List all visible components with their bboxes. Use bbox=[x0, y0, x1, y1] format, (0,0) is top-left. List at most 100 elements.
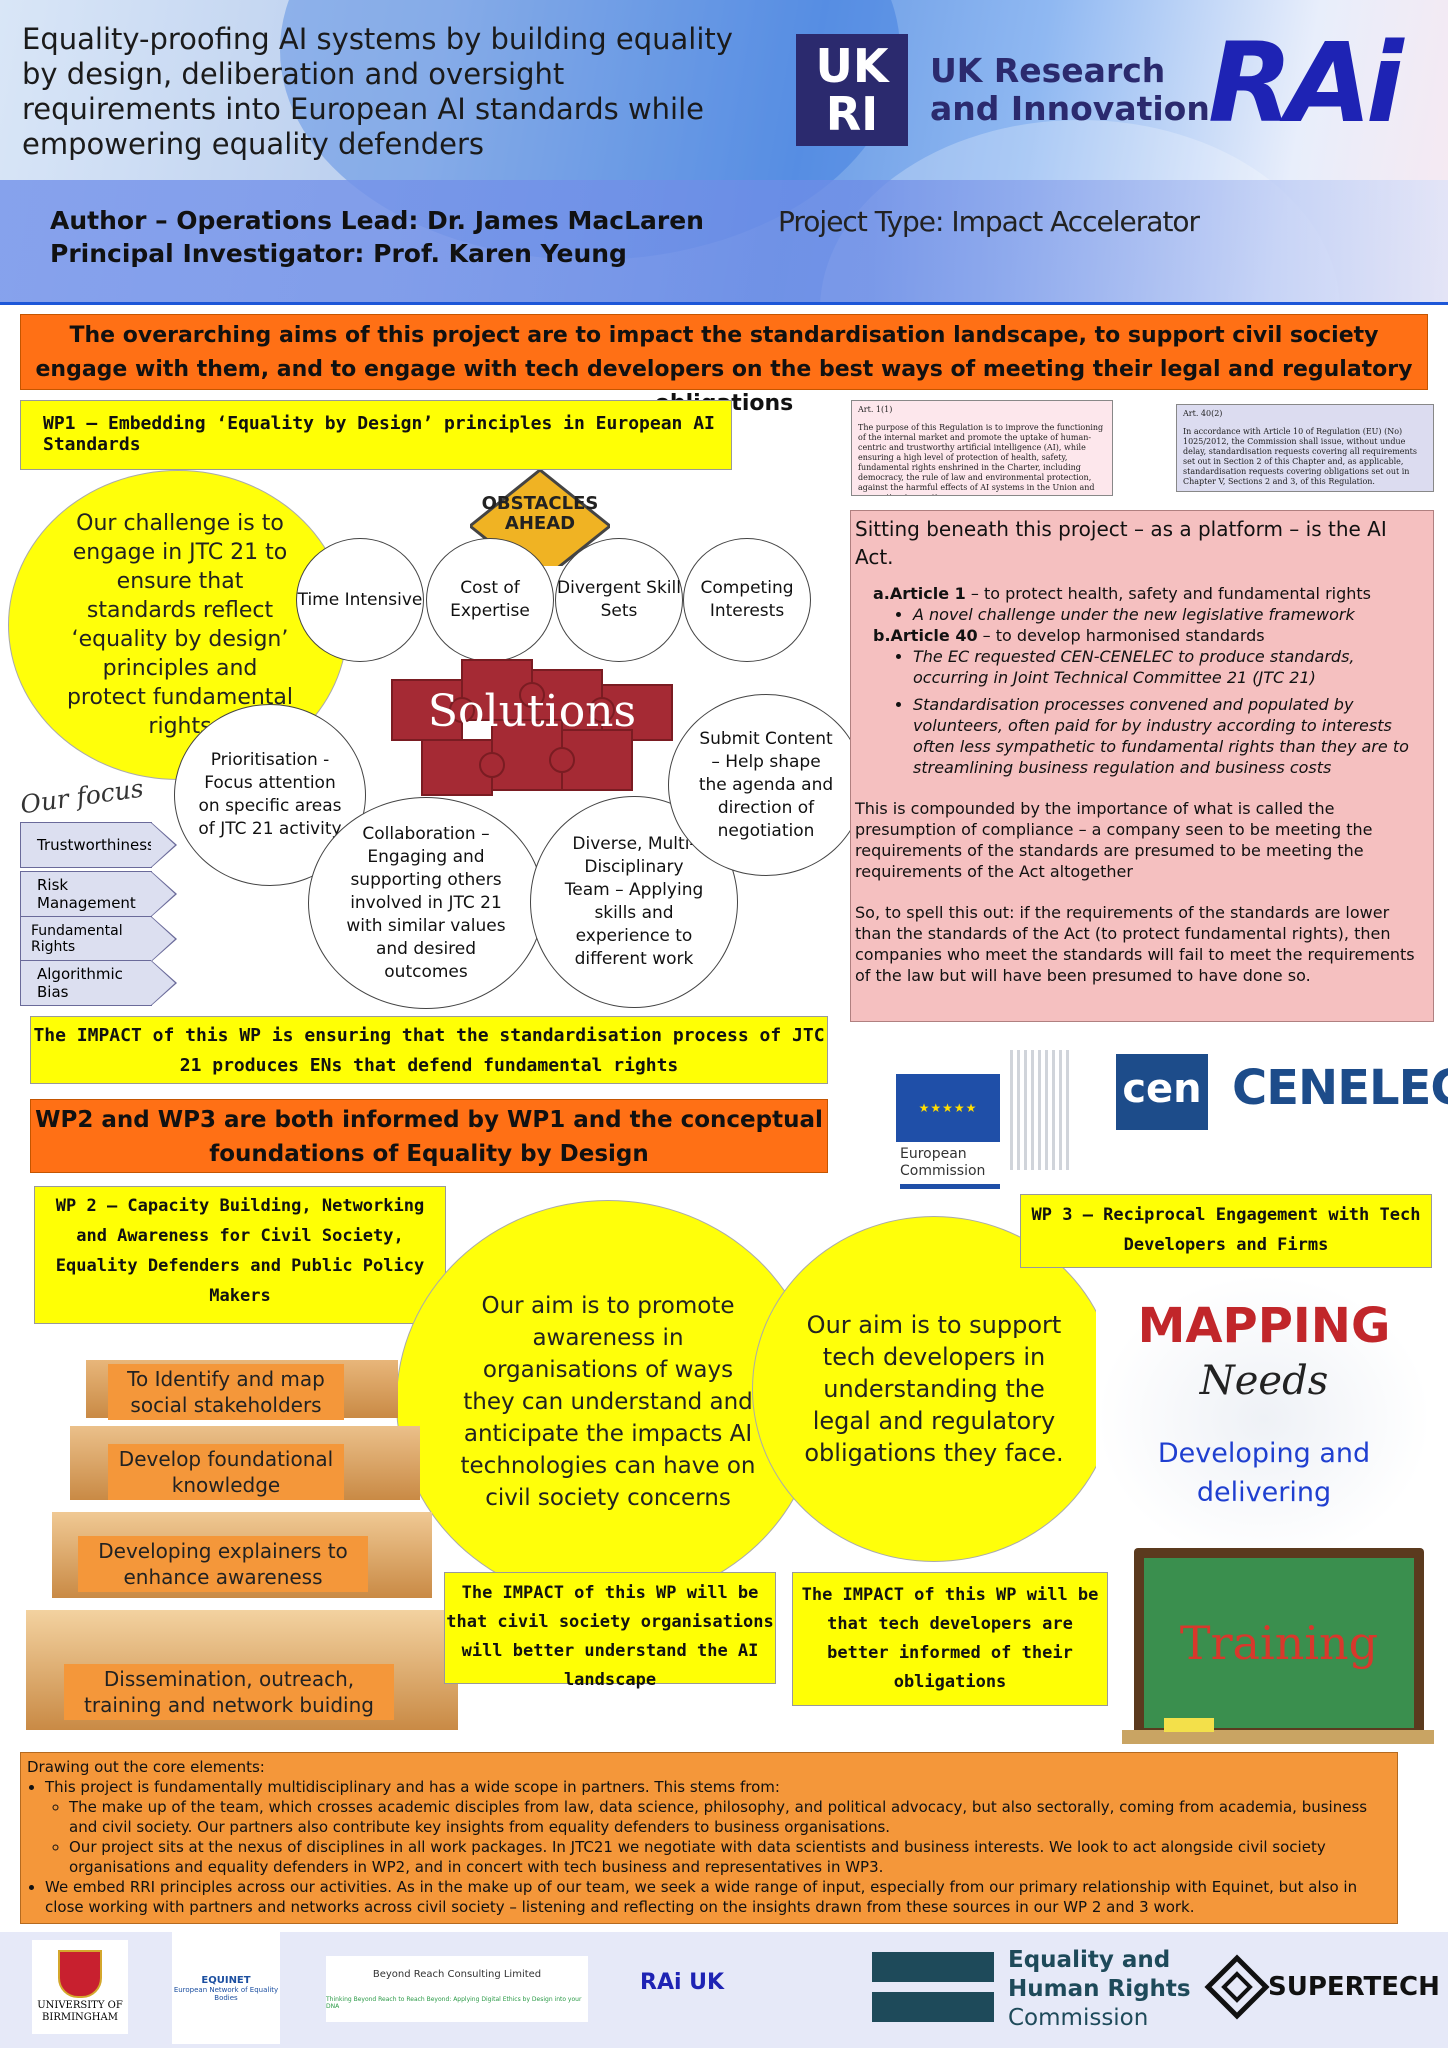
ec-building-icon bbox=[1010, 1050, 1070, 1170]
focus-arrow: Algorithmic Bias bbox=[20, 960, 177, 1006]
obstacles-sign-line2: AHEAD bbox=[504, 513, 576, 534]
wp2-step: Dissemination, outreach, training and ne… bbox=[64, 1664, 394, 1720]
obstacle-circle: Time Intensive bbox=[296, 538, 424, 662]
ehrc-logo: Equality and Human Rights Commission bbox=[1008, 1946, 1191, 2033]
article-1-snippet: Art. 1(1) The purpose of this Regulation… bbox=[851, 400, 1113, 496]
wp23-banner: WP2 and WP3 are both informed by WP1 and… bbox=[30, 1099, 828, 1173]
wp1-impact: The IMPACT of this WP is ensuring that t… bbox=[30, 1016, 828, 1084]
wp2-heading: WP 2 – Capacity Building, Networking and… bbox=[34, 1186, 446, 1324]
wp1-heading: WP1 – Embedding ‘Equality by Design’ pri… bbox=[20, 400, 732, 470]
solutions-puzzle: Solutions bbox=[372, 640, 692, 815]
chalkboard-surface: Training bbox=[1144, 1558, 1414, 1728]
ehrc-line1: Equality and bbox=[1008, 1947, 1171, 1973]
wp2-impact: The IMPACT of this WP will be that civil… bbox=[444, 1572, 776, 1690]
focus-item-label: Fundamental Rights bbox=[31, 923, 123, 955]
article-1-bullet: A novel challenge under the new legislat… bbox=[913, 604, 1429, 625]
spell-out-paragraph: So, to spell this out: if the requiremen… bbox=[855, 903, 1415, 985]
article-40-snippet: Art. 40(2) In accordance with Article 10… bbox=[1176, 404, 1434, 492]
ec-underline bbox=[900, 1184, 1000, 1189]
author-line: Author – Operations Lead: Dr. James MacL… bbox=[50, 206, 704, 235]
supertech-logo: SUPERTECH bbox=[1268, 1972, 1440, 2002]
core-sub-bullet: Our project sits at the nexus of discipl… bbox=[69, 1837, 1393, 1877]
article-40-label: b.Article 40 bbox=[873, 626, 978, 645]
article-1-label: Art. 1(1) bbox=[858, 405, 893, 414]
article-1-text: The purpose of this Regulation is to imp… bbox=[858, 423, 1104, 495]
brc-tagline: Thinking Beyond Reach to Reach Beyond: A… bbox=[326, 1995, 582, 2010]
equinet-subtitle: European Network of Equality Bodies bbox=[173, 1985, 279, 2002]
rai-logo: RAi bbox=[1208, 19, 1404, 147]
article-40-point: b.Article 40 – to develop harmonised sta… bbox=[855, 625, 1429, 646]
core-bullet: We embed RRI principles across our activ… bbox=[45, 1877, 1393, 1917]
beyond-reach-logo: Beyond Reach Consulting Limited Thinking… bbox=[326, 1956, 588, 2022]
mapping-text: MAPPING bbox=[1137, 1298, 1391, 1354]
wp2-step: To Identify and map social stakeholders bbox=[108, 1364, 344, 1420]
supertech-icon bbox=[1204, 1954, 1270, 2020]
focus-arrow: Trustworthiness bbox=[20, 822, 177, 868]
author-band bbox=[0, 180, 1448, 305]
crest-icon bbox=[58, 1950, 102, 1998]
solutions-label: Solutions bbox=[427, 686, 637, 737]
obstacle-circle: Competing Interests bbox=[683, 538, 811, 662]
equinet-logo: EQUINET European Network of Equality Bod… bbox=[172, 1932, 280, 2044]
developing-text: Developing and delivering bbox=[1157, 1438, 1371, 1508]
training-chalkboard: Training bbox=[1134, 1548, 1424, 1738]
wp3-heading: WP 3 – Reciprocal Engagement with Tech D… bbox=[1020, 1194, 1432, 1268]
core-intro: Drawing out the core elements: bbox=[27, 1758, 265, 1776]
aims-banner: The overarching aims of this project are… bbox=[20, 314, 1428, 416]
focus-item-label: Trustworthiness bbox=[37, 836, 155, 854]
ukri-logo-text: UK RI bbox=[815, 39, 889, 141]
cenelec-logo: CENELEC bbox=[1232, 1060, 1448, 1116]
birmingham-logo: UNIVERSITY OF BIRMINGHAM bbox=[32, 1940, 128, 2034]
article-1-label: a.Article 1 bbox=[873, 584, 966, 603]
page-title: Equality-proofing AI systems by building… bbox=[22, 22, 733, 161]
header: Equality-proofing AI systems by building… bbox=[0, 0, 1448, 305]
investigator-line: Principal Investigator: Prof. Karen Yeun… bbox=[50, 239, 627, 268]
header-rule bbox=[0, 302, 1448, 305]
core-bullet-text: This project is fundamentally multidisci… bbox=[45, 1778, 780, 1796]
article-1-point: a.Article 1 – to protect health, safety … bbox=[855, 583, 1429, 604]
article-40-text: In accordance with Article 10 of Regulat… bbox=[1183, 427, 1417, 486]
core-sub-bullet: The make up of the team, which crosses a… bbox=[69, 1797, 1393, 1837]
ehrc-bar-icon bbox=[872, 1992, 994, 2022]
article-40-purpose: – to develop harmonised standards bbox=[977, 626, 1265, 645]
focus-arrow: Fundamental Rights bbox=[20, 916, 177, 962]
focus-item-label: Risk Management bbox=[37, 876, 136, 912]
wp2-step: Develop foundational knowledge bbox=[108, 1444, 344, 1500]
focus-arrow: Risk Management bbox=[20, 871, 177, 917]
cen-logo: cen bbox=[1116, 1054, 1208, 1130]
ehrc-line2: Human Rights bbox=[1008, 1976, 1191, 2002]
ai-act-box: Sitting beneath this project – as a plat… bbox=[850, 510, 1434, 1022]
uob-line1: UNIVERSITY OF bbox=[37, 2000, 123, 2011]
ukri-name-line2: and Innovation bbox=[930, 89, 1210, 128]
project-type: Project Type: Impact Accelerator bbox=[778, 205, 1200, 238]
equinet-wordmark: EQUINET bbox=[201, 1974, 251, 1986]
focus-item-label: Algorithmic Bias bbox=[37, 965, 123, 1001]
ukri-name-line1: UK Research bbox=[930, 51, 1166, 90]
european-commission-logo: ★★★★★ European Commission bbox=[846, 1030, 1086, 1190]
footer: UNIVERSITY OF BIRMINGHAM EQUINET Europea… bbox=[0, 1932, 1448, 2048]
chalkboard-ledge bbox=[1122, 1730, 1434, 1744]
training-text: Training bbox=[1179, 1616, 1379, 1670]
solution-circle: Collaboration – Engaging and supporting … bbox=[308, 797, 544, 1009]
solution-circle: Submit Content – Help shape the agenda a… bbox=[668, 694, 864, 876]
article-40-label: Art. 40(2) bbox=[1183, 409, 1223, 418]
obstacles-sign-line1: OBSTACLES bbox=[481, 493, 599, 514]
obstacle-circle: Cost of Expertise bbox=[426, 538, 554, 662]
puzzle-icon bbox=[391, 659, 673, 796]
ehrc-line3: Commission bbox=[1008, 2005, 1149, 2031]
eraser-icon bbox=[1164, 1718, 1214, 1732]
author-block: Author – Operations Lead: Dr. James MacL… bbox=[50, 204, 704, 270]
obstacle-circle: Divergent Skill Sets bbox=[555, 538, 683, 662]
focus-label: Our focus bbox=[18, 773, 146, 820]
ukri-logo: UK RI bbox=[796, 34, 908, 146]
brc-wordmark: Beyond Reach Consulting Limited bbox=[372, 1968, 542, 1980]
eu-stars-icon: ★★★★★ bbox=[896, 1074, 1000, 1142]
article-1-purpose: – to protect health, safety and fundamen… bbox=[965, 584, 1372, 603]
needs-text: Needs bbox=[1199, 1358, 1329, 1404]
ukri-name: UK Research and Innovation bbox=[930, 52, 1210, 128]
uob-line2: BIRMINGHAM bbox=[42, 2012, 118, 2023]
article-40-bullet: The EC requested CEN-CENELEC to produce … bbox=[913, 646, 1429, 688]
ec-wordmark-line2: Commission bbox=[900, 1163, 986, 1179]
wp3-impact: The IMPACT of this WP will be that tech … bbox=[792, 1572, 1108, 1706]
ehrc-bar-icon bbox=[872, 1952, 994, 1982]
